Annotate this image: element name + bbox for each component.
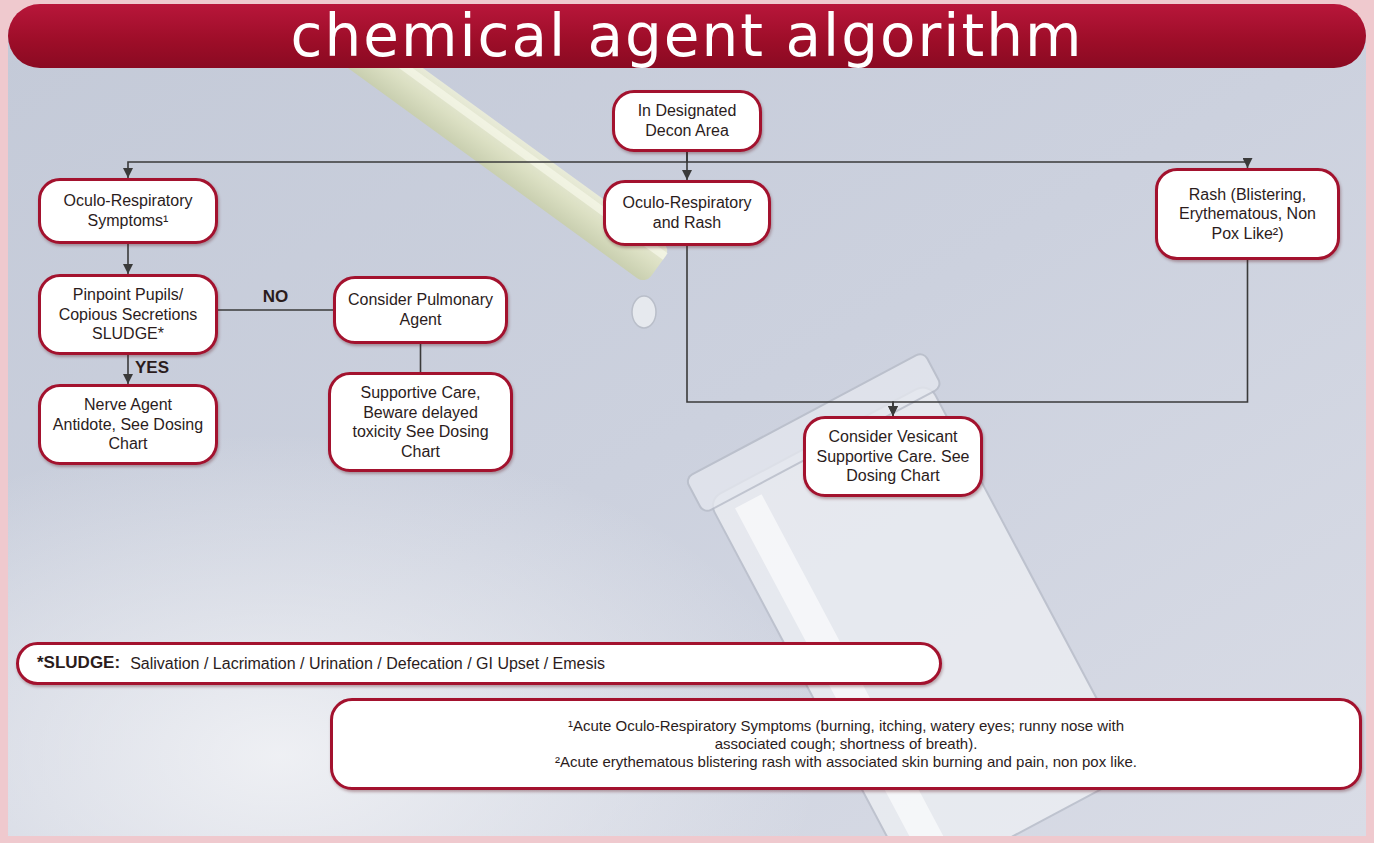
treatment-box: Supportive Care, Beware delayed toxicity… [328, 372, 513, 472]
edge-label: YES [135, 359, 169, 376]
box-text: Nerve Agent Antidote, See Dosing Chart [51, 395, 205, 454]
box-text: *SLUDGE: [37, 653, 120, 674]
edge-label: NO [263, 288, 289, 305]
box-text: ¹Acute Oculo-Respiratory Symptoms (burni… [546, 717, 1146, 754]
connector [687, 152, 1248, 168]
connector [687, 246, 893, 416]
connector [128, 152, 687, 178]
footnote-band: ¹Acute Oculo-Respiratory Symptoms (burni… [330, 698, 1362, 790]
connector [420, 344, 422, 372]
treatment-box: Consider Vesicant Supportive Care. See D… [803, 416, 983, 497]
sludge-band: *SLUDGE: Salivation / Lacrimation / Urina… [16, 642, 942, 685]
box-text: Supportive Care, Beware delayed toxicity… [341, 383, 500, 461]
box-text: Oculo-Respiratory Symptoms¹ [51, 191, 205, 230]
pipette [265, 30, 671, 284]
consider-box: Consider Pulmonary Agent [333, 276, 508, 344]
box-text: Oculo-Respiratory and Rash [616, 193, 758, 232]
box-text: Rash (Blistering, Erythematous, Non Pox … [1168, 185, 1327, 244]
connector [127, 355, 129, 385]
symptom-box: Oculo-Respiratory Symptoms¹ [38, 178, 218, 244]
symptom-box: Rash (Blistering, Erythematous, Non Pox … [1155, 168, 1340, 260]
box-text: Consider Pulmonary Agent [346, 290, 495, 329]
decision-box: Pinpoint Pupils/ Copious Secretions SLUD… [38, 274, 218, 355]
box-text: ²Acute erythematous blistering rash with… [555, 753, 1137, 771]
connector [218, 309, 333, 311]
box-text: Consider Vesicant Supportive Care. See D… [816, 427, 970, 486]
box-text: Salivation / Lacrimation / Urination / D… [130, 654, 605, 674]
treatment-box: Nerve Agent Antidote, See Dosing Chart [38, 384, 218, 465]
start-box: In Designated Decon Area [612, 90, 762, 152]
title-text: chemical agent algorithm [291, 7, 1084, 65]
title-band: chemical agent algorithm [8, 4, 1366, 68]
droplet [632, 296, 656, 328]
photo-glow [8, 30, 1366, 836]
connector [893, 260, 1248, 416]
symptom-box: Oculo-Respiratory and Rash [603, 180, 771, 246]
photo-ground [8, 30, 1366, 836]
connector [127, 244, 129, 274]
box-text: In Designated Decon Area [625, 101, 749, 140]
box-text: Pinpoint Pupils/ Copious Secretions SLUD… [51, 285, 205, 344]
